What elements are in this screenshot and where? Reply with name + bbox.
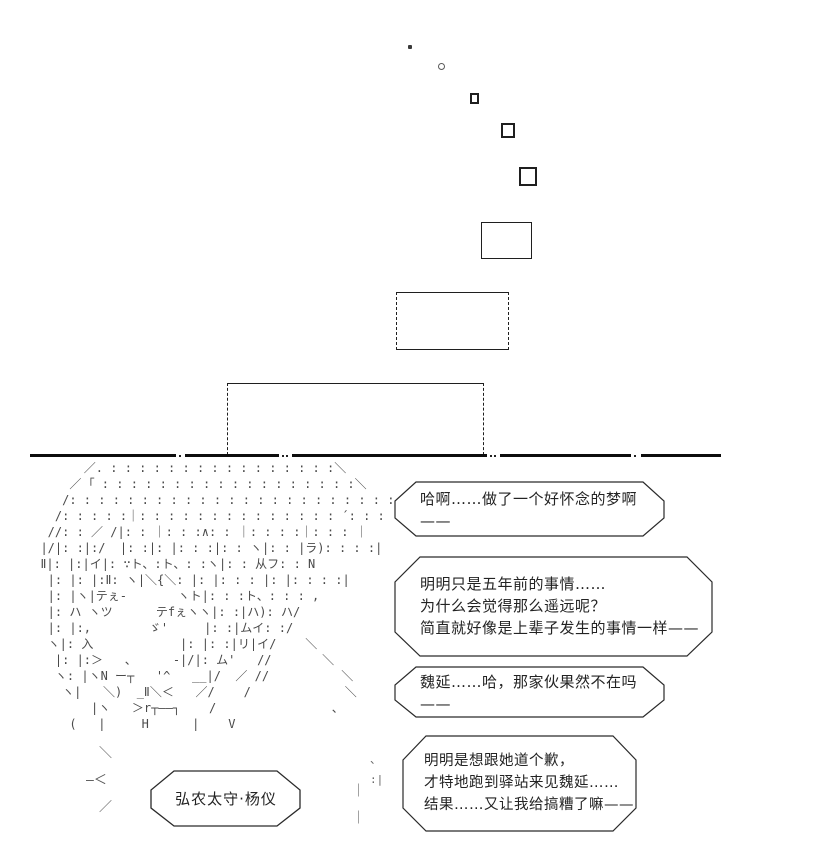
character-name-tag: 弘农太守·杨仪 bbox=[150, 770, 302, 828]
scene-divider bbox=[0, 454, 816, 458]
bubble-text: 哈啊……做了一个好怀念的梦啊—— bbox=[420, 489, 638, 530]
divider-segment bbox=[500, 454, 631, 457]
divider-dot bbox=[282, 454, 284, 457]
dream-square-2 bbox=[501, 123, 515, 138]
divider-segment bbox=[185, 454, 279, 457]
divider-segment bbox=[641, 454, 721, 457]
character-art-fragment-strand: 、 :| bbox=[370, 753, 384, 786]
bubble-outline bbox=[394, 556, 713, 657]
bubble-outline bbox=[402, 735, 637, 832]
speech-bubble-3: 魏延……哈，那家伙果然不在吗—— bbox=[394, 666, 666, 719]
divider-dot bbox=[179, 454, 181, 457]
dream-square-3 bbox=[519, 167, 537, 186]
divider-segment bbox=[292, 454, 487, 457]
divider-dot bbox=[490, 454, 492, 457]
speech-bubble-2: 明明只是五年前的事情…… 为什么会觉得那么遥远呢？ 简直就好像是上辈子发生的事情… bbox=[394, 556, 714, 658]
bubble-outline bbox=[394, 666, 665, 718]
bubble-text: 明明只是五年前的事情…… 为什么会觉得那么遥远呢？ 简直就好像是上辈子发生的事情… bbox=[420, 575, 700, 637]
bubble-text: 明明是想跟她道个歉， 才特地跑到驿站来见魏延…… 结果……又让我给搞糟了嘛—— bbox=[424, 753, 634, 813]
speech-bubble-4: 明明是想跟她道个歉， 才特地跑到驿站来见魏延…… 结果……又让我给搞糟了嘛—— bbox=[402, 735, 638, 833]
dream-square-1 bbox=[470, 93, 479, 104]
divider-dot bbox=[286, 454, 288, 457]
speech-bubble-1: 哈啊……做了一个好怀念的梦啊—— bbox=[394, 481, 666, 538]
divider-dot bbox=[634, 454, 636, 457]
dream-box-2 bbox=[396, 292, 509, 350]
name-tag-outline bbox=[150, 770, 301, 827]
bubble-text: 魏延……哈，那家伙果然不在吗—— bbox=[420, 672, 638, 713]
dream-circle-icon bbox=[438, 63, 445, 70]
character-art-fragment-right: ｜ ｜ bbox=[352, 784, 366, 826]
dream-box-1 bbox=[481, 222, 532, 259]
dream-dot-icon bbox=[408, 45, 412, 49]
character-art-fragment-left: ＼ ―＜ ／ bbox=[86, 746, 113, 815]
dream-box-3 bbox=[227, 383, 484, 455]
divider-segment bbox=[30, 454, 176, 457]
bubble-outline bbox=[394, 481, 665, 537]
divider-dot bbox=[494, 454, 496, 457]
character-ascii-art: ／. : : : : : : : : : : : : : : : :＼ ／ ｢ … bbox=[40, 461, 413, 731]
name-tag-text: 弘农太守·杨仪 bbox=[175, 790, 277, 808]
